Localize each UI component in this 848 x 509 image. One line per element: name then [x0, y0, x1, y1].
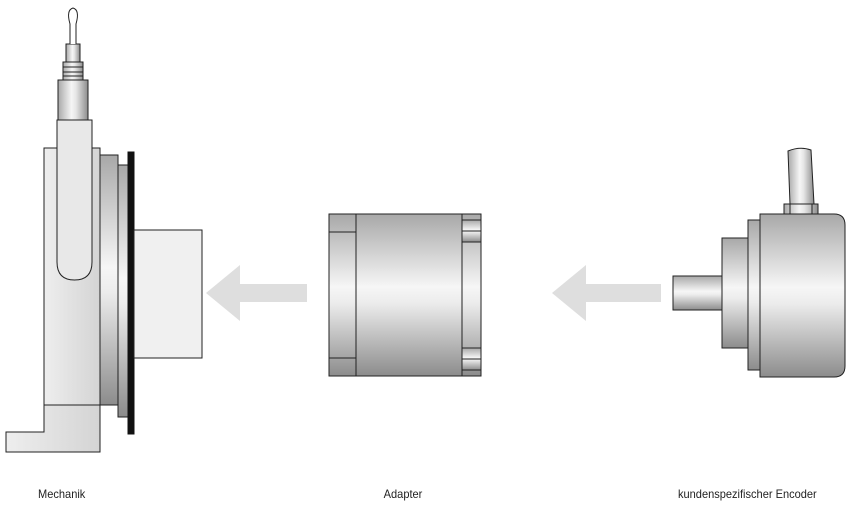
mechanik-flange: [127, 151, 135, 435]
caption-encoder: kundenspezifischer Encoder: [678, 487, 817, 501]
mechanik-cable-channel: [56, 119, 93, 281]
mechanik-cable-tube: [57, 79, 89, 121]
encoder-flange: [747, 219, 761, 371]
mechanik-part: [5, 7, 203, 453]
adapter-part: [328, 213, 482, 377]
mechanik-cable-nut: [65, 43, 81, 63]
encoder-part: [672, 147, 846, 378]
mechanik-mounting-box: [133, 229, 203, 359]
adapter-body: [328, 213, 482, 377]
arrow-to-mechanik: [206, 265, 307, 321]
encoder-shaft: [672, 275, 723, 311]
mechanik-drum-step: [117, 164, 129, 418]
mechanik-cable-ring: [68, 7, 78, 44]
encoder-cable: [787, 147, 815, 205]
encoder-cable-gland: [783, 203, 819, 215]
encoder-housing: [759, 213, 846, 378]
encoder-pilot: [721, 237, 749, 349]
mechanik-base-foot: [5, 404, 101, 453]
arrow-to-adapter: [552, 265, 661, 321]
caption-adapter: Adapter: [383, 487, 423, 501]
mechanik-cable-fitting: [62, 61, 84, 81]
caption-mechanik: Mechanik: [38, 487, 86, 501]
mechanik-drum-housing: [99, 154, 119, 406]
